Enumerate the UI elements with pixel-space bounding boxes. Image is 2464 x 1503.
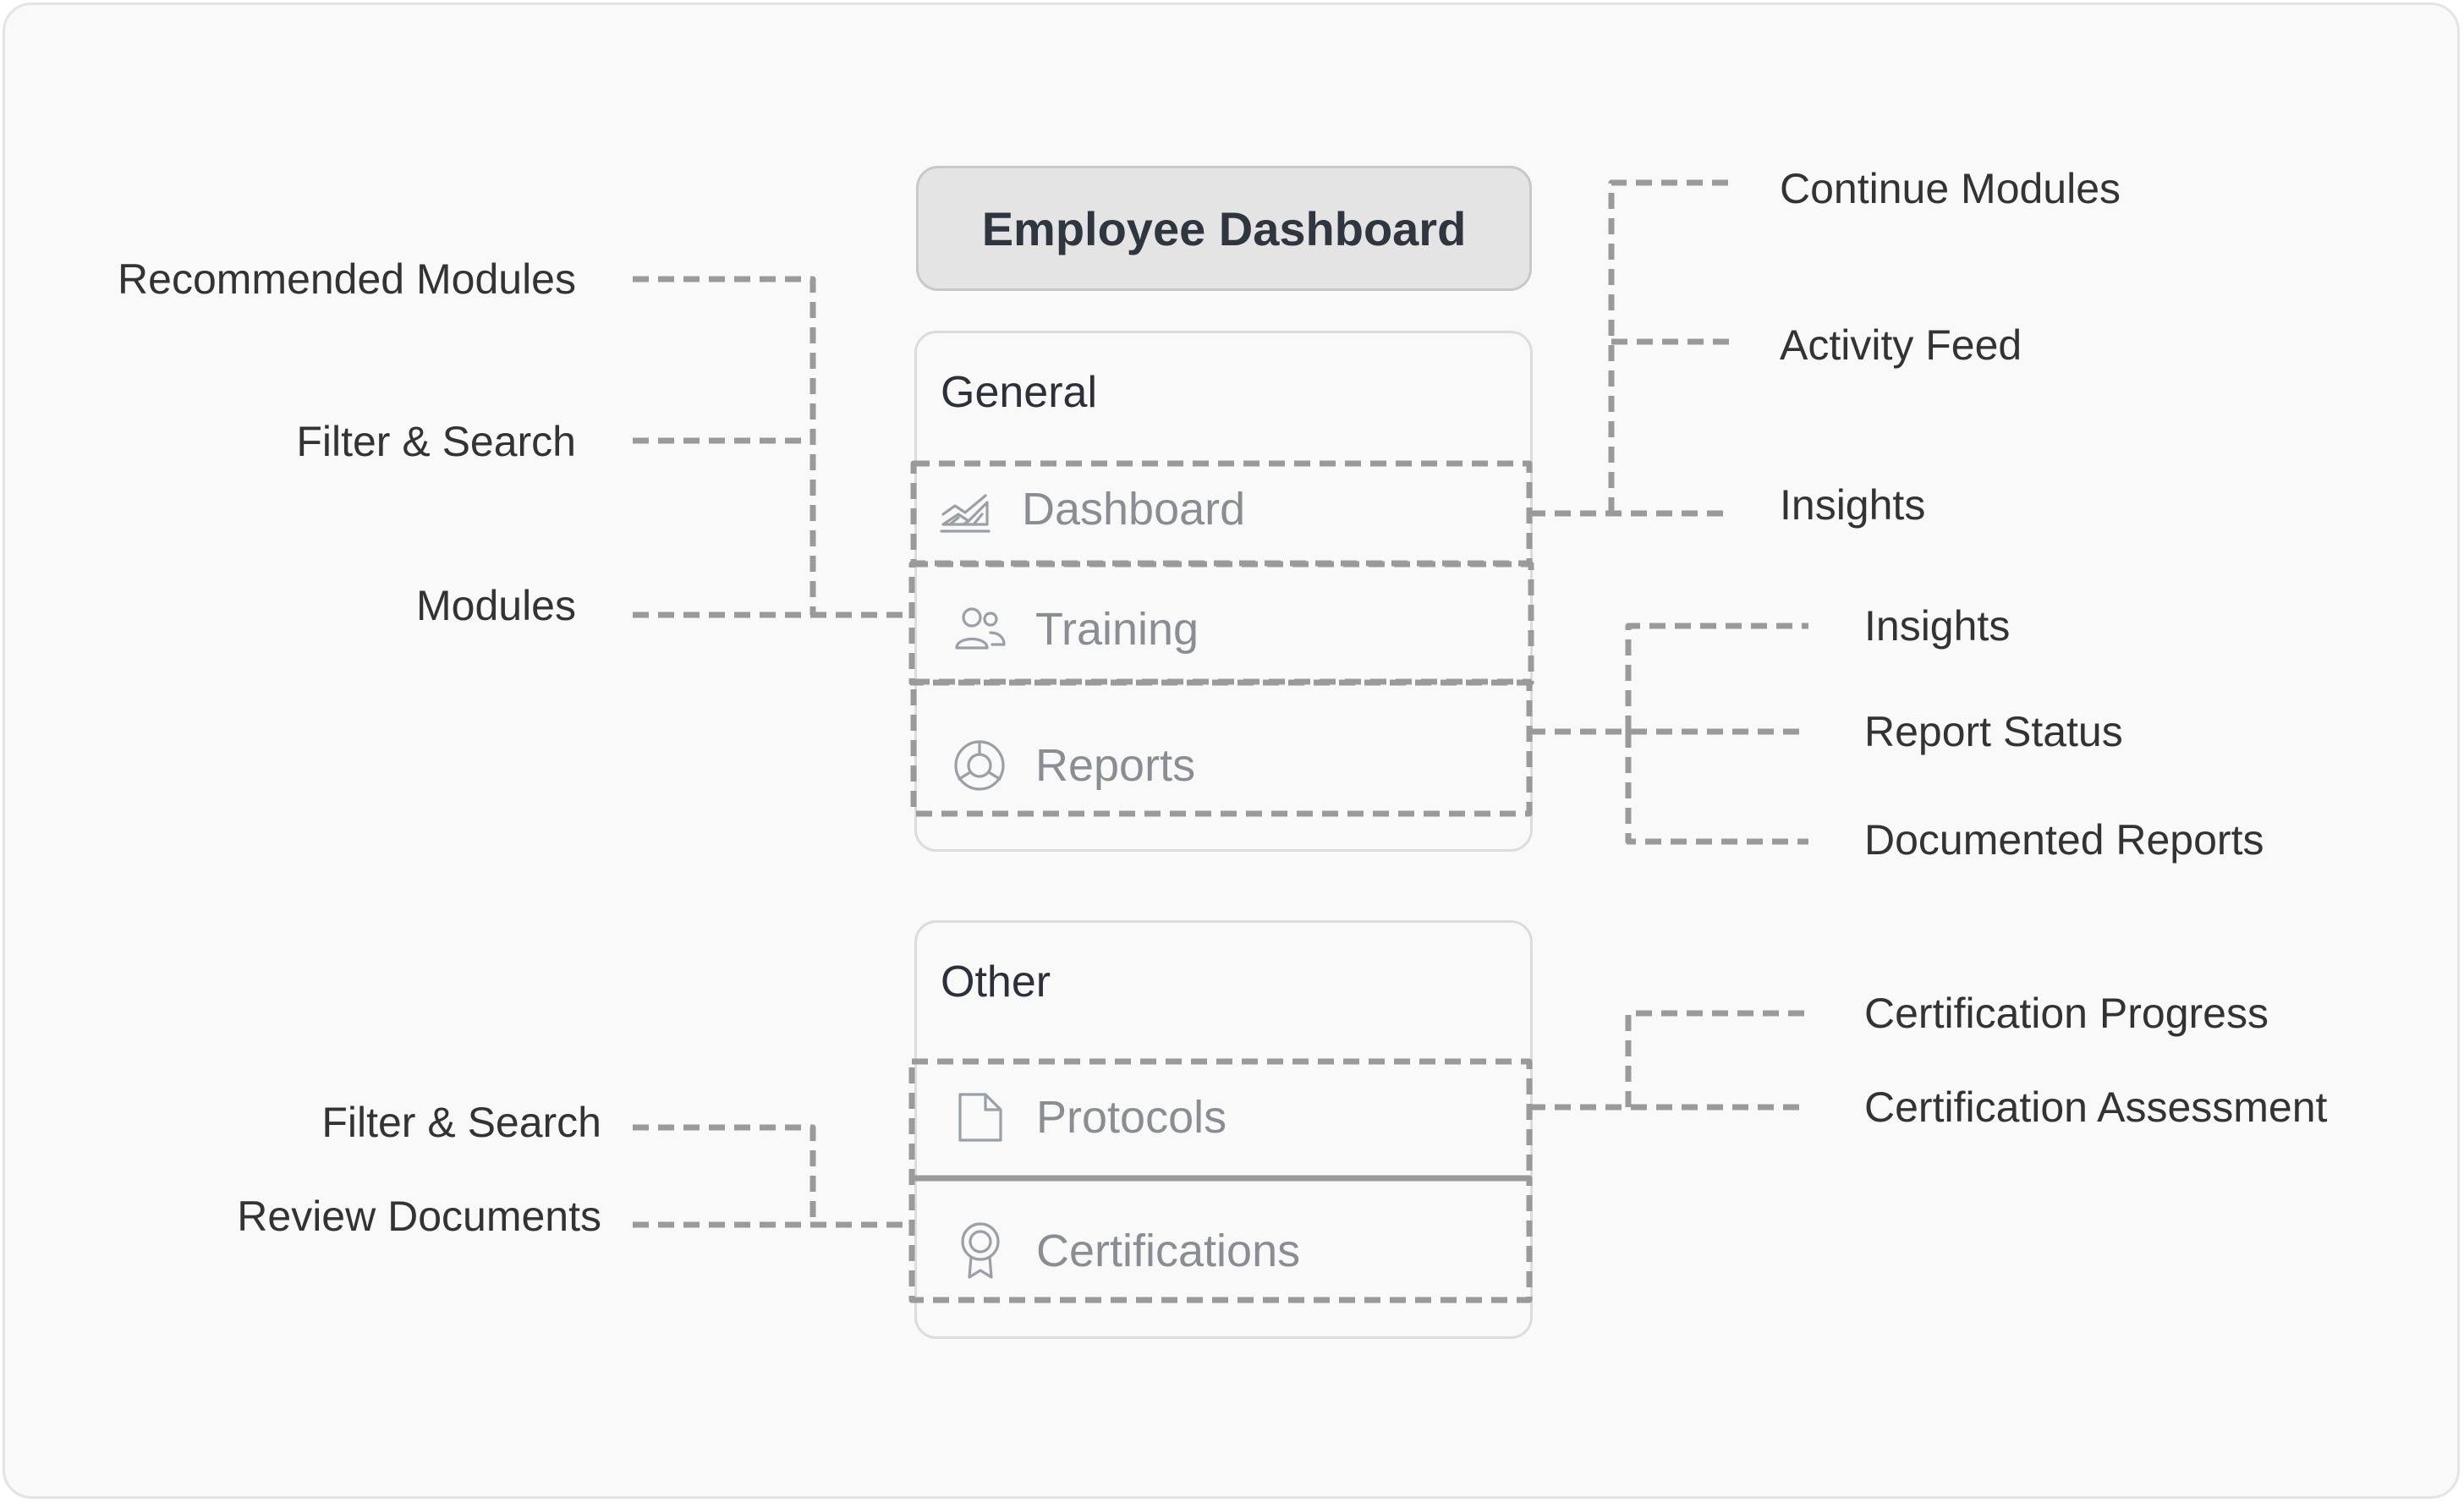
users-icon [953,606,1006,653]
label-continue-modules: Continue Modules [1780,165,2121,212]
label-activity-feed: Activity Feed [1780,321,2022,369]
label-filter-search-1: Filter & Search [296,418,576,465]
menu-item-certifications[interactable]: Certifications [958,1221,1300,1281]
highlight-certifications [908,1175,1533,1303]
other-heading: Other [941,957,1051,1007]
title-box: Employee Dashboard [916,166,1532,291]
donut-chart-icon [952,738,1007,793]
label-certification-progress: Certification Progress [1864,990,2269,1037]
connector-insights-2 [1625,623,1808,732]
label-filter-search-2: Filter & Search [321,1099,601,1146]
menu-item-dashboard[interactable]: Dashboard [940,484,1245,535]
document-icon [957,1091,1004,1144]
highlight-reports [910,678,1533,817]
other-panel [914,920,1533,1339]
label-certification-assessment: Certification Assessment [1864,1083,2328,1131]
award-icon [958,1221,1003,1281]
highlight-protocols [908,1058,1533,1182]
general-heading: General [941,368,1097,417]
menu-item-training[interactable]: Training [953,606,1199,653]
highlight-dashboard [910,460,1533,567]
connector-recommended-modules [633,276,816,615]
connector-continue-modules [1608,179,1732,513]
menu-item-certifications-label: Certifications [1036,1226,1301,1276]
menu-item-reports[interactable]: Reports [952,738,1195,793]
label-documented-reports: Documented Reports [1864,816,2264,864]
label-insights-1: Insights [1780,481,1926,529]
highlight-training [908,561,1534,686]
label-report-status: Report Status [1864,708,2123,755]
connector-certification-progress [1625,1010,1808,1107]
diagram-title: Employee Dashboard [981,201,1467,255]
menu-item-training-label: Training [1035,604,1199,655]
connector-documented-reports [1625,732,1808,845]
menu-item-reports-label: Reports [1035,740,1196,791]
menu-item-dashboard-label: Dashboard [1022,484,1246,535]
general-panel [914,331,1533,852]
label-review-documents: Review Documents [237,1193,601,1240]
label-recommended-modules: Recommended Modules [118,255,576,303]
area-chart-icon [940,484,991,535]
label-modules: Modules [416,582,576,629]
label-insights-2: Insights [1864,602,2011,650]
menu-item-protocols-label: Protocols [1036,1092,1227,1143]
connector-filter-search-2 [633,1124,816,1225]
menu-item-protocols[interactable]: Protocols [957,1091,1227,1144]
